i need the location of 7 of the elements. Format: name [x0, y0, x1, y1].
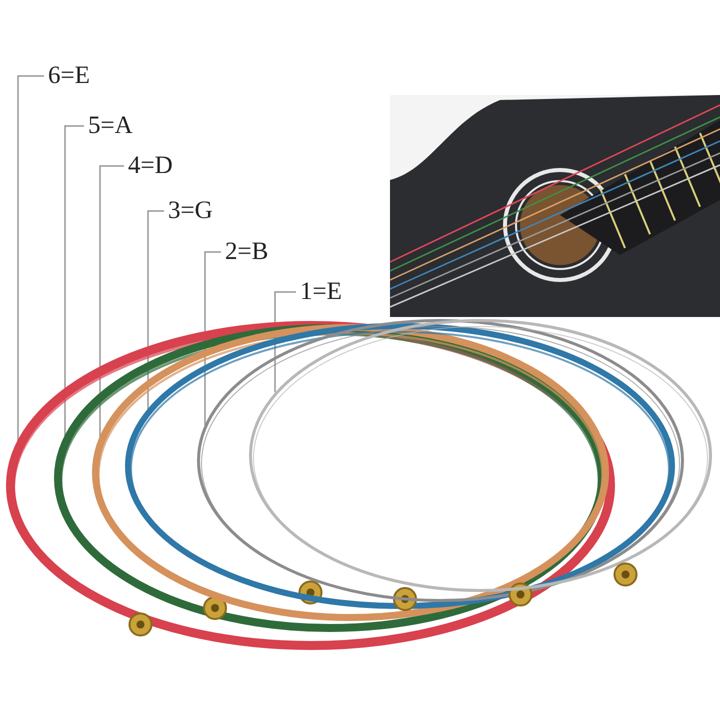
leader-line — [147, 210, 164, 410]
string-label: 4=D — [128, 152, 173, 180]
string-label: 6=E — [48, 62, 90, 90]
string-label: 5=A — [88, 112, 133, 140]
string-label: 2=B — [225, 238, 268, 266]
string-label: 1=E — [300, 278, 342, 306]
string-label: 3=G — [168, 197, 213, 225]
